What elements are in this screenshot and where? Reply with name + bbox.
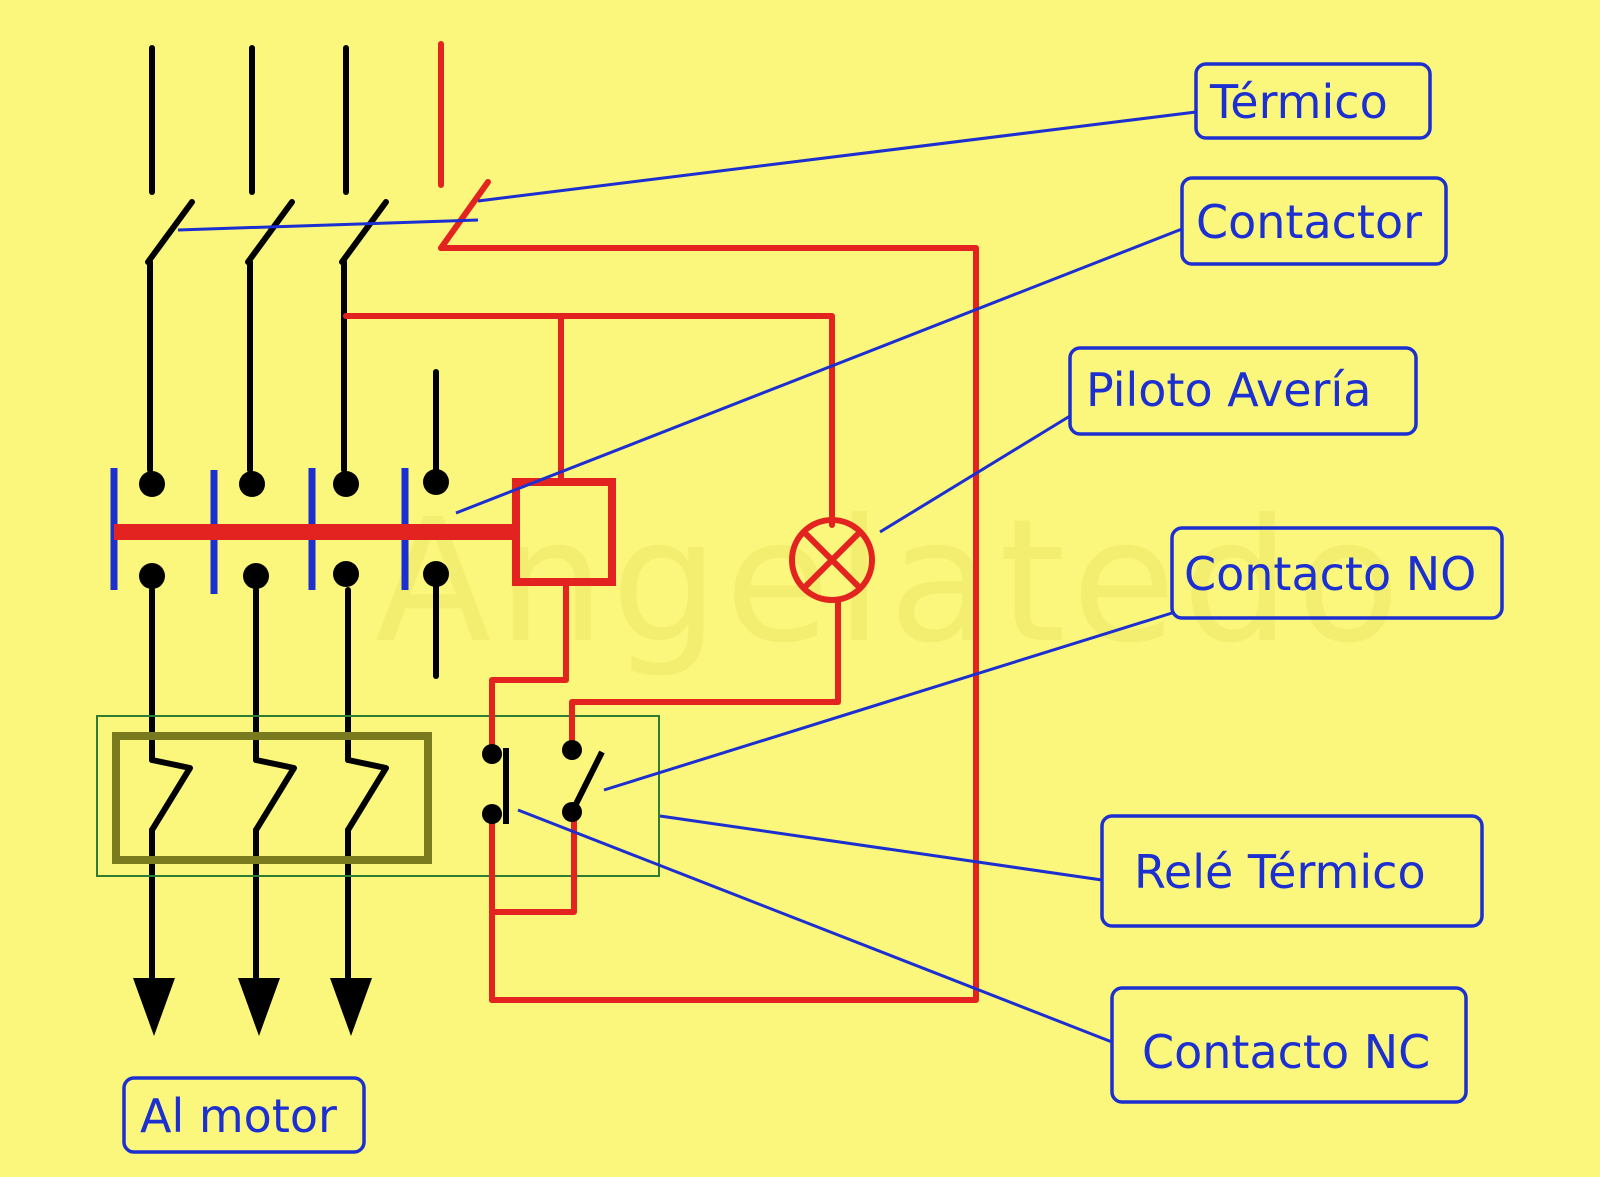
- control-circuit: [343, 41, 979, 1003]
- label-al-motor-text: Al motor: [140, 1089, 337, 1143]
- breaker-mechanical-link: [177, 218, 479, 232]
- leader-lines: [455, 110, 1197, 1044]
- label-contacto-nc: Contacto NC: [1110, 986, 1468, 1104]
- label-contacto-no: Contacto NO: [1170, 526, 1504, 620]
- power-lines: [145, 45, 439, 679]
- label-piloto-averia: Piloto Avería: [1068, 346, 1418, 436]
- label-contacto-no-text: Contacto NO: [1184, 547, 1476, 601]
- label-contactor: Contactor: [1180, 176, 1448, 266]
- label-termico: Térmico: [1194, 62, 1432, 140]
- contactor-contact-dots: [139, 469, 449, 589]
- label-rele-termico-text: Relé Térmico: [1134, 845, 1426, 899]
- label-termico-text: Térmico: [1209, 75, 1388, 129]
- label-contacto-nc-text: Contacto NC: [1142, 1025, 1430, 1079]
- label-piloto-averia-text: Piloto Avería: [1086, 363, 1371, 417]
- pilot-lamp-icon: [789, 517, 875, 603]
- motor-arrowheads: [133, 978, 372, 1036]
- motor-output-lines: [149, 587, 389, 983]
- relay-contacts: [482, 740, 605, 824]
- label-rele-termico: Relé Térmico: [1100, 814, 1484, 928]
- thermal-relay-heater-box: [112, 732, 432, 864]
- thermal-relay-outline: [96, 715, 660, 877]
- label-contactor-text: Contactor: [1196, 195, 1422, 249]
- label-al-motor: Al motor: [122, 1076, 366, 1154]
